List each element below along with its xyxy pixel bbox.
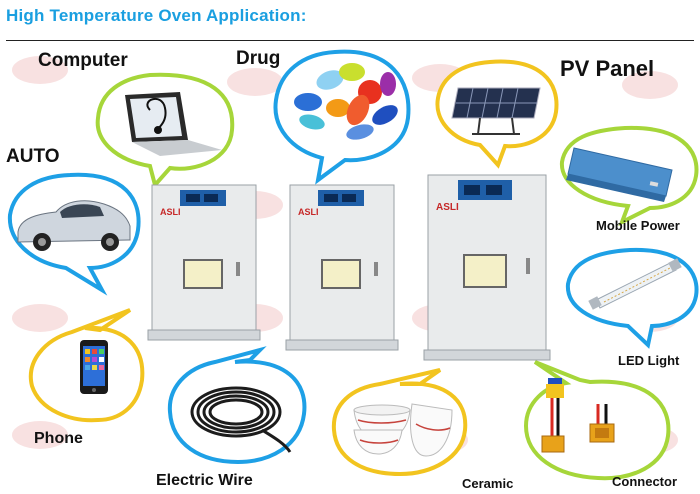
electric-wire-bubble (167, 346, 307, 465)
computer-bubble (95, 72, 235, 190)
label-drug: Drug (236, 48, 281, 69)
watermark-2 (227, 68, 283, 96)
label-connector: Connector (612, 474, 677, 489)
oven-icon (147, 184, 261, 341)
watermark-10 (12, 421, 68, 449)
oven-3-brand: ASLI (436, 202, 459, 213)
drug-bubble (273, 49, 411, 185)
bowls-icon (353, 403, 453, 457)
title-divider (6, 40, 694, 41)
mobile-power-bubble (559, 125, 699, 227)
label-auto: AUTO (6, 146, 60, 167)
watermark-6 (12, 304, 68, 332)
label-ceramic: Ceramic (462, 476, 514, 491)
oven-2-brand: ASLI (298, 207, 319, 217)
label-mobile-power: Mobile Power (596, 218, 680, 233)
page-title: High Temperature Oven Application: (6, 6, 307, 25)
power-bank-icon (566, 147, 673, 202)
led-light-bubble (565, 247, 699, 349)
oven-icon (285, 184, 399, 351)
pills-icon (294, 63, 398, 140)
label-electric-wire: Electric Wire (156, 472, 253, 489)
ceramic-bubble (331, 368, 468, 477)
smartphone-icon (80, 340, 108, 394)
oven-1-brand: ASLI (160, 207, 181, 217)
oven-2 (285, 184, 399, 351)
connector-bubble (523, 360, 671, 481)
car-icon (17, 200, 131, 251)
pv-panel-bubble (435, 59, 559, 169)
label-pv-panel: PV Panel (560, 56, 655, 81)
oven-3 (423, 174, 551, 361)
oven-icon (423, 174, 551, 361)
solar-panel-icon (451, 87, 541, 135)
led-tube-icon (588, 258, 682, 310)
cable-coil-icon (190, 386, 292, 453)
connector-plug-icon (541, 378, 615, 453)
label-led-light: LED Light (618, 353, 680, 368)
watermark-1 (12, 56, 68, 84)
watermark-4 (622, 71, 678, 99)
phone-bubble (28, 308, 145, 423)
label-computer: Computer (38, 50, 128, 71)
label-phone: Phone (34, 430, 83, 447)
auto-bubble (7, 172, 141, 296)
oven-1 (147, 184, 261, 341)
laptop-icon (125, 92, 222, 156)
